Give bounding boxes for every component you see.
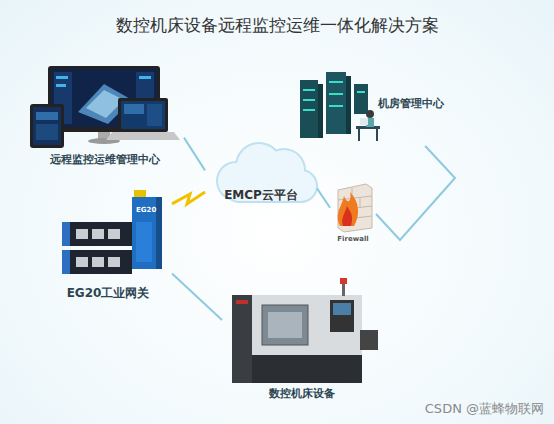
node-label: 远程监控运维管理中心: [50, 152, 160, 167]
cnc-machine-illustration: [232, 278, 378, 383]
watermark: CSDN @蓝蜂物联网: [425, 400, 544, 418]
firewall-illustration: [338, 184, 372, 232]
wireless-link: [172, 192, 205, 204]
device-marking: EG20: [136, 206, 156, 214]
gateway-illustration: [62, 190, 162, 274]
node-label: Firewall: [337, 235, 368, 243]
network-link: [376, 146, 455, 240]
node-label: 数控机床设备: [269, 386, 335, 401]
server-illustration: [300, 72, 380, 141]
cnc-machine-node: 数控机床设备: [222, 284, 382, 404]
node-label: 机房管理中心: [378, 96, 444, 111]
server-room-node: 机房管理中心: [296, 70, 448, 146]
cloud-platform-node: EMCP云平台: [205, 138, 317, 210]
firewall-node: Firewall: [330, 183, 376, 245]
network-link: [184, 138, 205, 171]
network-link: [172, 274, 222, 320]
cloud-illustration: [216, 142, 318, 203]
monitoring-center-node: 远程监控运维管理中心: [26, 62, 184, 170]
monitor-illustration: [30, 66, 180, 148]
network-link: [317, 188, 330, 207]
diagram-title: 数控机床设备远程监控运维一体化解决方案: [0, 14, 554, 37]
node-label: EG20工业网关: [67, 285, 150, 302]
node-label: EMCP云平台: [224, 187, 298, 204]
